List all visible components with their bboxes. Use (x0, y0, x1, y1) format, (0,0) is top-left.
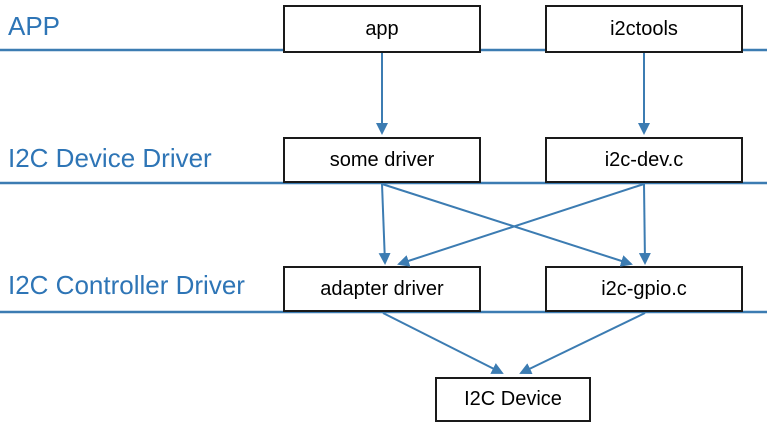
layer-label-app: APP (8, 11, 61, 41)
node-app: app (283, 5, 481, 53)
node-some-driver: some driver (283, 137, 481, 183)
layer-label-device-driver: I2C Device Driver (8, 143, 212, 173)
node-i2c-dev-label: i2c-dev.c (604, 148, 684, 171)
layer-label-controller-driver: I2C Controller Driver (8, 270, 245, 300)
node-adapter-driver-label: adapter driver (320, 277, 444, 300)
node-i2ctools-label: i2ctools (610, 17, 678, 40)
node-i2c-gpio-label: i2c-gpio.c (601, 277, 687, 300)
node-i2c-gpio: i2c-gpio.c (545, 266, 743, 312)
node-i2ctools: i2ctools (545, 5, 743, 53)
node-some-driver-label: some driver (329, 148, 435, 171)
node-i2c-dev: i2c-dev.c (545, 137, 743, 183)
node-app-label: app (365, 17, 399, 40)
node-i2c-device-label: I2C Device (464, 388, 562, 410)
node-i2c-device: I2C Device (435, 377, 591, 422)
node-adapter-driver: adapter driver (283, 266, 481, 312)
